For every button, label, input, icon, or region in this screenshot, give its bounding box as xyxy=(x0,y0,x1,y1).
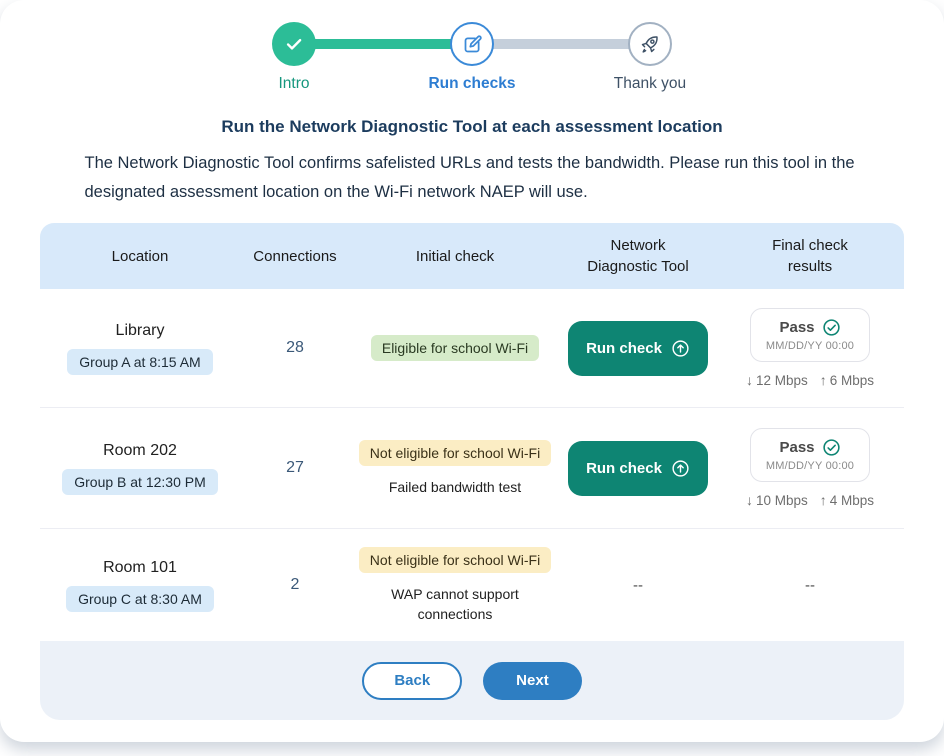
eligibility-badge: Not eligible for school Wi-Fi xyxy=(358,439,552,466)
final-check-cell: Pass MM/DD/YY 00:00 ↓10 Mbps ↑4 Mbps xyxy=(716,428,904,508)
download-speed: 12 Mbps xyxy=(755,372,808,388)
circle-check-icon xyxy=(822,438,841,457)
location-cell: Room 202 Group B at 12:30 PM xyxy=(40,442,240,495)
wizard-footer: Back Next xyxy=(40,641,904,720)
bandwidth-results: ↓12 Mbps ↑6 Mbps xyxy=(746,372,874,388)
locations-table: Location Connections Initial check Netwo… xyxy=(40,223,904,641)
check-timestamp: MM/DD/YY 00:00 xyxy=(765,340,855,352)
pass-status-label: Pass xyxy=(779,319,815,336)
step-run-checks-label: Run checks xyxy=(428,75,516,92)
group-schedule-badge: Group A at 8:15 AM xyxy=(67,348,213,375)
page-description: The Network Diagnostic Tool confirms saf… xyxy=(84,154,855,201)
table-row: Library Group A at 8:15 AM 28 Eligible f… xyxy=(40,289,904,408)
run-check-button[interactable]: Run check xyxy=(568,440,708,496)
initial-check-cell: Not eligible for school Wi-Fi Failed ban… xyxy=(350,439,560,497)
upload-speed: 4 Mbps xyxy=(829,492,875,508)
diagnostic-tool-cell: Run check xyxy=(560,320,716,376)
step-thank-you[interactable]: Thank you xyxy=(488,22,739,93)
column-header-connections: Connections xyxy=(253,247,337,265)
download-arrow-icon: ↓ xyxy=(745,372,753,388)
check-timestamp: MM/DD/YY 00:00 xyxy=(765,460,855,472)
run-check-button-label: Run check xyxy=(586,339,662,357)
eligibility-badge: Eligible for school Wi-Fi xyxy=(370,335,540,361)
final-check-cell: Pass MM/DD/YY 00:00 ↓12 Mbps ↑6 Mbps xyxy=(716,308,904,388)
column-header-final-check-results: Final check results xyxy=(772,237,848,275)
download-speed: 10 Mbps xyxy=(755,492,808,508)
group-schedule-badge: Group B at 12:30 PM xyxy=(62,468,218,495)
location-name: Room 202 xyxy=(103,441,177,459)
upload-arrow-icon: ↑ xyxy=(819,372,827,388)
table-header-row: Location Connections Initial check Netwo… xyxy=(40,223,904,289)
eligibility-note: Failed bandwidth test xyxy=(388,478,522,495)
connections-cell: 2 xyxy=(240,576,350,594)
eligibility-note: WAP cannot support connections xyxy=(391,585,519,622)
pass-status-label: Pass xyxy=(779,439,815,456)
initial-check-cell: Not eligible for school Wi-Fi WAP cannot… xyxy=(350,546,560,624)
run-check-button-label: Run check xyxy=(586,459,662,477)
location-cell: Library Group A at 8:15 AM xyxy=(40,322,240,375)
group-schedule-badge: Group C at 8:30 AM xyxy=(66,585,214,612)
table-row: Room 202 Group B at 12:30 PM 27 Not elig… xyxy=(40,408,904,529)
edit-icon xyxy=(462,34,483,55)
next-button[interactable]: Next xyxy=(483,661,582,700)
diagnostic-tool-cell: Run check xyxy=(560,440,716,496)
location-name: Library xyxy=(115,321,165,339)
connections-count: 27 xyxy=(286,459,304,476)
upload-speed: 6 Mbps xyxy=(829,372,875,388)
connections-cell: 27 xyxy=(240,459,350,477)
diagnostic-tool-cell: -- xyxy=(560,577,716,594)
circle-up-arrow-icon xyxy=(671,459,690,478)
tool-placeholder: -- xyxy=(633,576,643,594)
step-intro-circle[interactable] xyxy=(272,22,316,66)
table-row: Room 101 Group C at 8:30 AM 2 Not eligib… xyxy=(40,529,904,641)
column-header-initial-check: Initial check xyxy=(415,247,495,265)
bandwidth-results: ↓10 Mbps ↑4 Mbps xyxy=(746,492,874,508)
connections-count: 28 xyxy=(286,339,304,356)
final-check-cell: -- xyxy=(716,577,904,594)
step-thank-you-circle[interactable] xyxy=(628,22,672,66)
location-name: Room 101 xyxy=(103,558,177,576)
rocket-icon xyxy=(639,33,661,55)
step-run-checks[interactable]: Run checks xyxy=(310,22,561,93)
eligibility-badge: Not eligible for school Wi-Fi xyxy=(358,546,552,573)
pass-result-card: Pass MM/DD/YY 00:00 xyxy=(749,308,871,362)
connections-count: 2 xyxy=(290,576,300,593)
page-title: Run the Network Diagnostic Tool at each … xyxy=(221,117,723,136)
pass-result-card: Pass MM/DD/YY 00:00 xyxy=(749,428,871,482)
back-button[interactable]: Back xyxy=(362,661,463,700)
step-intro[interactable]: Intro xyxy=(205,22,383,93)
column-header-location: Location xyxy=(111,247,169,265)
connections-cell: 28 xyxy=(240,339,350,357)
circle-check-icon xyxy=(822,318,841,337)
circle-up-arrow-icon xyxy=(671,339,690,358)
upload-arrow-icon: ↑ xyxy=(819,492,827,508)
initial-check-cell: Eligible for school Wi-Fi xyxy=(350,335,560,361)
location-cell: Room 101 Group C at 8:30 AM xyxy=(40,559,240,612)
check-icon xyxy=(283,33,305,55)
step-thank-you-label: Thank you xyxy=(613,75,687,92)
run-check-button[interactable]: Run check xyxy=(568,320,708,376)
final-check-placeholder: -- xyxy=(805,576,815,594)
stepper: Intro Run checks Thank you xyxy=(0,22,944,93)
step-run-checks-circle[interactable] xyxy=(450,22,494,66)
step-intro-label: Intro xyxy=(278,75,310,92)
column-header-network-diagnostic-tool: Network Diagnostic Tool xyxy=(587,237,689,275)
download-arrow-icon: ↓ xyxy=(745,492,753,508)
